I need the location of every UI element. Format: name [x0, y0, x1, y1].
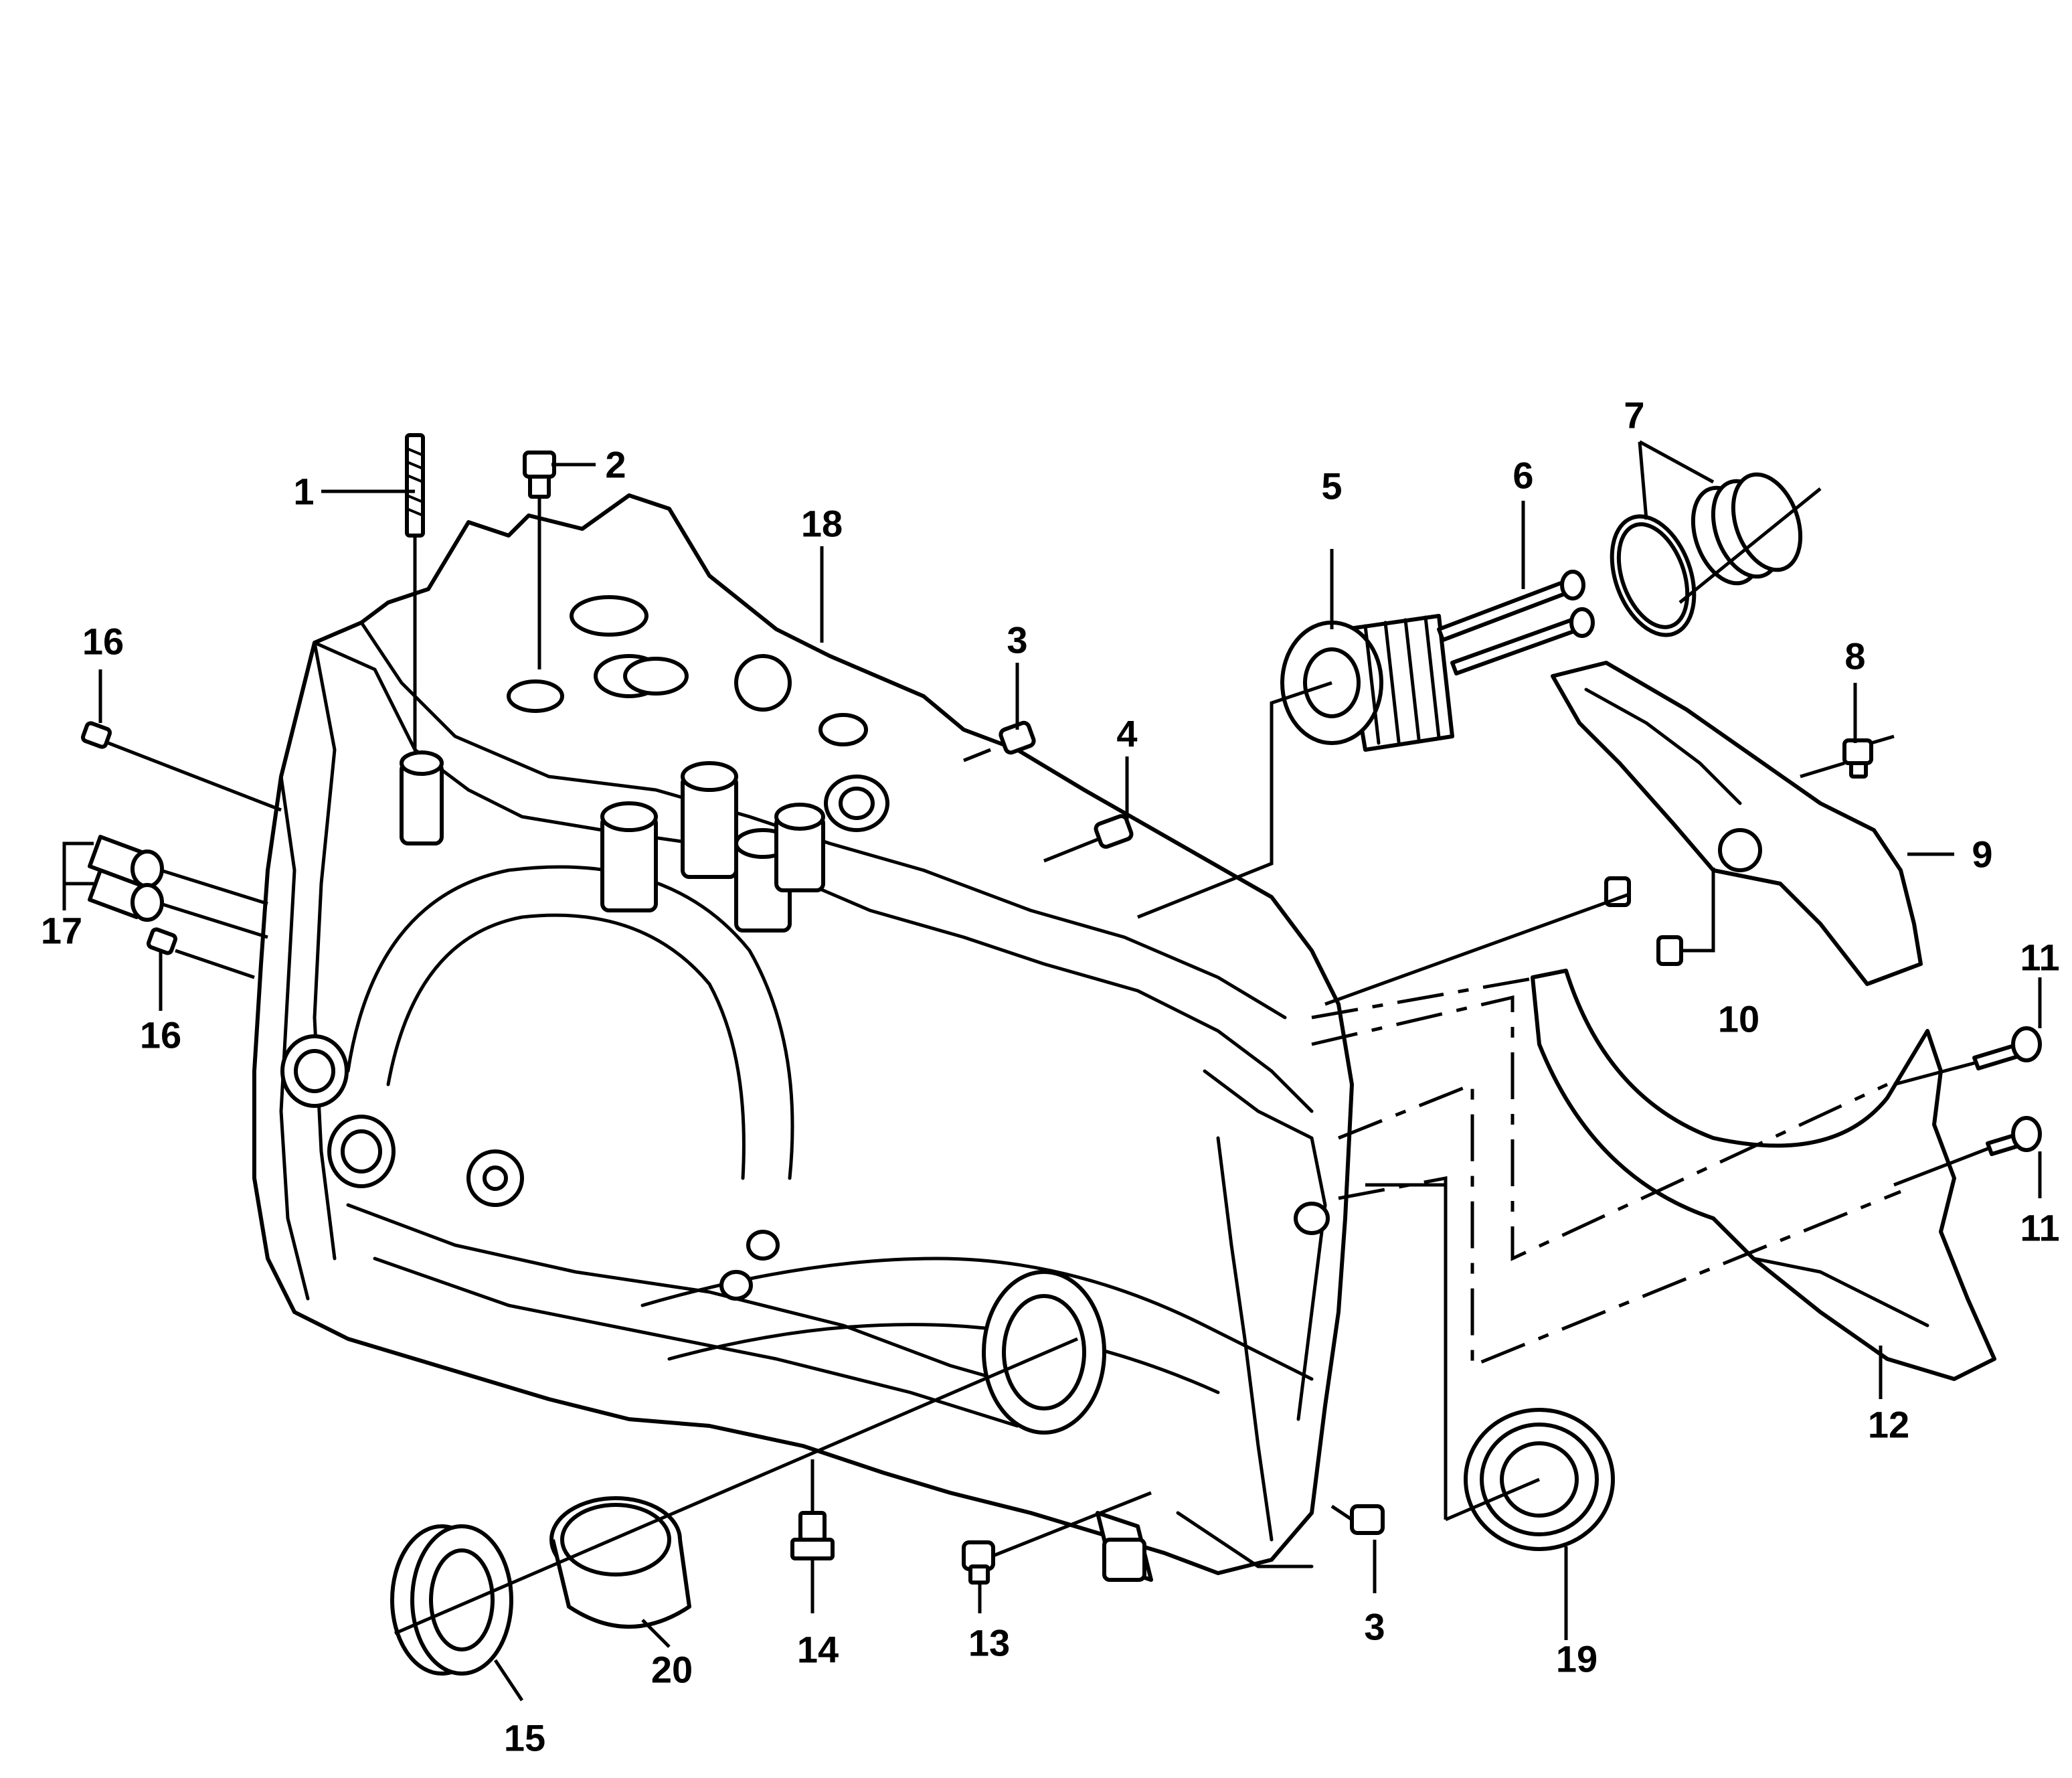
- screw-part-11-lower: [1986, 1116, 2042, 1156]
- callout-12: 12: [1868, 1404, 1909, 1446]
- callout-16-lower: 16: [140, 1014, 181, 1056]
- callout-11-lower: 11: [2020, 1207, 2059, 1249]
- callout-5: 5: [1321, 465, 1342, 507]
- piston-part-5: [1280, 614, 1454, 752]
- sleeve-part-17-lower: [88, 868, 164, 922]
- callout-1: 1: [293, 471, 314, 513]
- callout-18: 18: [801, 503, 843, 545]
- cover-part-12: [1531, 969, 1996, 1381]
- callout-7: 7: [1624, 394, 1644, 436]
- callout-9: 9: [1972, 833, 1992, 876]
- callout-3-lower: 3: [1364, 1606, 1385, 1648]
- callout-14: 14: [797, 1629, 839, 1671]
- nut-part-8: [1842, 738, 1873, 779]
- callout-19: 19: [1556, 1638, 1598, 1680]
- alignment-lines: [1311, 975, 1901, 1368]
- seal-part-15: [390, 1524, 513, 1676]
- leader-lines: [62, 440, 2042, 1702]
- callout-16-upper: 16: [82, 621, 124, 663]
- callout-2: 2: [605, 444, 626, 486]
- callout-4: 4: [1116, 713, 1137, 755]
- callout-13: 13: [968, 1622, 1010, 1664]
- stud-part-1: [405, 433, 425, 538]
- callout-3-upper: 3: [1007, 619, 1027, 661]
- callout-17: 17: [41, 910, 82, 952]
- callout-8: 8: [1844, 635, 1865, 677]
- bolts-part-6: [1437, 570, 1595, 675]
- callout-11-upper: 11: [2020, 937, 2059, 979]
- callout-10: 10: [1718, 998, 1759, 1040]
- switch-part-14: [790, 1511, 835, 1560]
- plug-part-13: [962, 1540, 995, 1585]
- callout-15: 15: [504, 1717, 545, 1759]
- plug-part-2: [523, 451, 556, 499]
- transmission-housing: [252, 493, 1354, 1582]
- callout-20: 20: [651, 1649, 693, 1691]
- pin-part-16-upper: [80, 721, 112, 749]
- screw-part-11-upper: [1972, 1026, 2042, 1070]
- dowel-part-3-upper: [999, 720, 1036, 755]
- callout-labels: 1 2 3 3 4 5 6 7 8 9 10 11 11 12 13 14 15…: [41, 394, 2060, 1759]
- callout-6: 6: [1513, 455, 1533, 497]
- sensor-part-10: [1604, 876, 1683, 966]
- cover-part-9: [1551, 661, 1923, 986]
- dowel-part-4: [1094, 814, 1134, 849]
- pin-part-16-lower: [146, 927, 178, 955]
- ring-set-part-7: [1610, 472, 1803, 637]
- dowel-part-3-lower: [1350, 1504, 1385, 1535]
- bushing-part-20: [549, 1496, 691, 1629]
